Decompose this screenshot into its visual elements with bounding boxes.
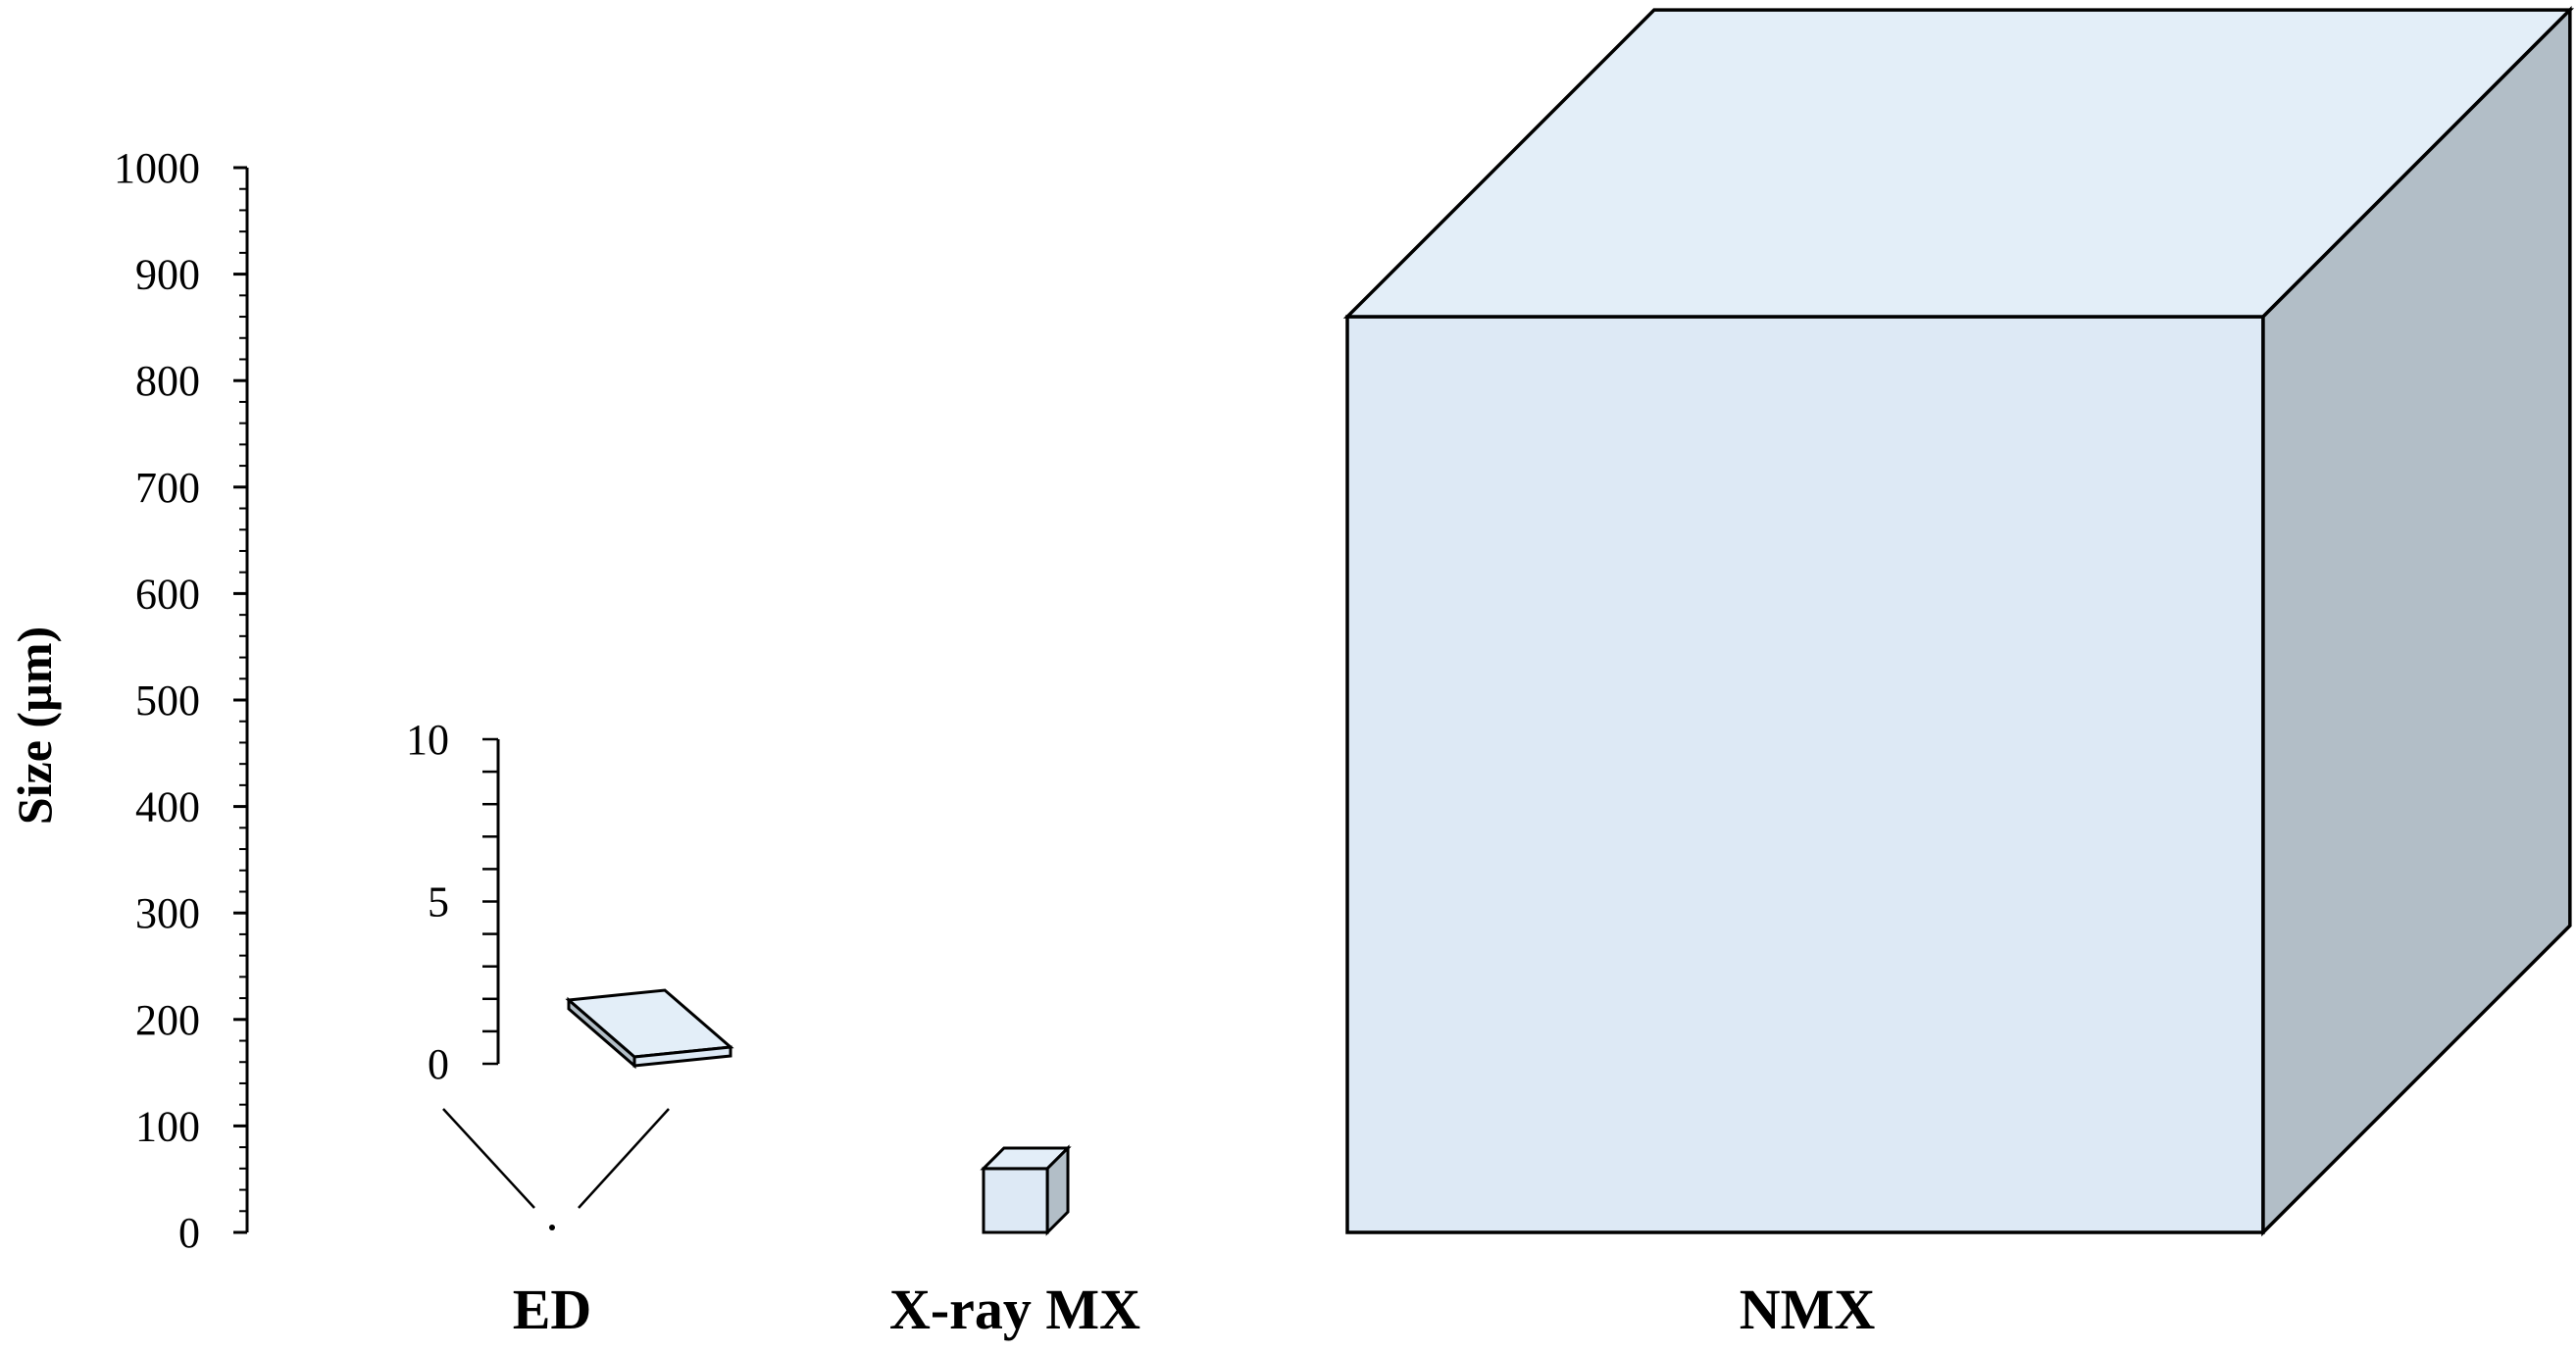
- ed-zoom-line-right: [578, 1108, 670, 1209]
- main-tick-label: 300: [135, 889, 200, 937]
- category-label-ed: ED: [513, 1278, 592, 1341]
- category-label-nmx: NMX: [1740, 1278, 1876, 1341]
- main-axis-tick-labels: 0 100 200 300 400 500 600 700 800 900 1000: [114, 144, 200, 1257]
- main-tick-label: 200: [135, 996, 200, 1044]
- main-tick-label: 500: [135, 676, 200, 725]
- ed-crystal-plate: [565, 988, 734, 1070]
- nmx-cube-side: [2261, 5, 2572, 1237]
- category-label-xray-mx: X-ray MX: [889, 1278, 1140, 1341]
- ed-crystal-dot: [549, 1225, 555, 1230]
- xray-cube-front: [982, 1167, 1049, 1234]
- main-tick-label: 1000: [114, 144, 200, 192]
- nmx-cube-front: [1345, 315, 2265, 1234]
- main-tick-label: 0: [178, 1209, 200, 1257]
- main-tick-label: 700: [135, 464, 200, 512]
- ed-zoom-line-left: [442, 1108, 535, 1209]
- main-axis-ticks: [233, 166, 247, 1234]
- inset-axis-tick-labels: 0 5 10: [406, 716, 449, 1088]
- ed-sample: [442, 988, 734, 1230]
- main-y-axis: 0 100 200 300 400 500 600 700 800 900 1000: [114, 144, 249, 1257]
- main-tick-label: 600: [135, 570, 200, 618]
- inset-tick-label: 0: [428, 1040, 449, 1088]
- xray-cube-side: [1045, 1144, 1070, 1236]
- main-axis-title: Size (µm): [7, 626, 62, 825]
- main-tick-label: 400: [135, 783, 200, 831]
- nmx-crystal-cube: [1342, 5, 2575, 1237]
- inset-tick-label: 10: [406, 716, 449, 764]
- main-tick-label: 800: [135, 357, 200, 405]
- xray-mx-crystal-cube: [980, 1144, 1072, 1236]
- main-tick-label: 900: [135, 251, 200, 299]
- ed-plate-end: [567, 996, 636, 1070]
- inset-tick-label: 5: [428, 878, 449, 927]
- inset-y-axis: 0 5 10: [406, 716, 500, 1088]
- main-tick-label: 100: [135, 1102, 200, 1150]
- inset-axis-ticks: [482, 737, 498, 1066]
